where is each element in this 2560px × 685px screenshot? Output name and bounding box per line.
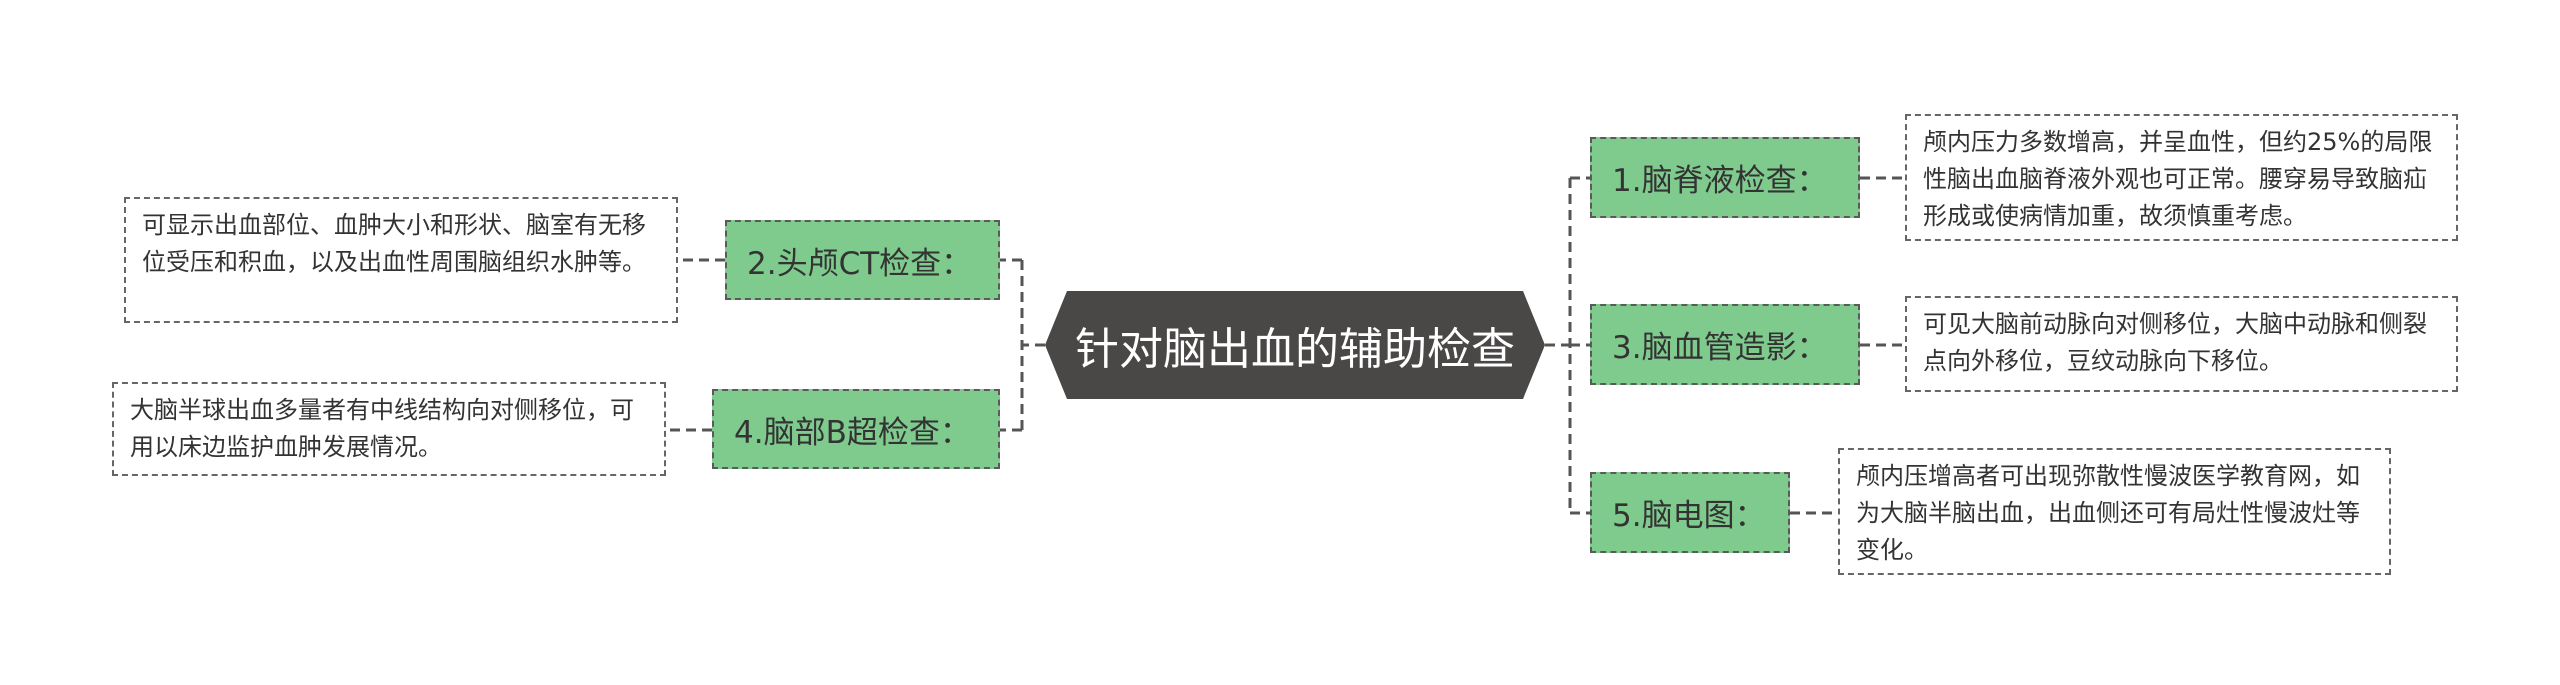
root-topic-label: 针对脑出血的辅助检查 [1075, 324, 1515, 375]
leaf-eeg-text: 颅内压增高者可出现弥散性慢波医学教育网，如为大脑半脑出血，出血侧还可有局灶性慢波… [1856, 462, 2360, 564]
leaf-bultrasound-text: 大脑半球出血多量者有中线结构向对侧移位，可用以床边监护血肿发展情况。 [130, 396, 634, 461]
branch-angiography[interactable]: 3.脑血管造影： [1590, 304, 1860, 385]
branch-angiography-label: 3.脑血管造影： [1612, 330, 1828, 366]
branch-bultrasound-exam[interactable]: 4.脑部B超检查： [712, 389, 1000, 469]
branch-eeg[interactable]: 5.脑电图： [1590, 472, 1790, 553]
leaf-ct-exam-text: 可显示出血部位、血肿大小和形状、脑室有无移位受压和积血，以及出血性周围脑组织水肿… [142, 211, 646, 276]
leaf-angiography-detail[interactable]: 可见大脑前动脉向对侧移位，大脑中动脉和侧裂点向外移位，豆纹动脉向下移位。 [1905, 296, 2458, 392]
leaf-ct-exam-detail[interactable]: 可显示出血部位、血肿大小和形状、脑室有无移位受压和积血，以及出血性周围脑组织水肿… [124, 197, 678, 323]
leaf-bultrasound-detail[interactable]: 大脑半球出血多量者有中线结构向对侧移位，可用以床边监护血肿发展情况。 [112, 382, 666, 476]
branch-csf-exam-label: 1.脑脊液检查： [1612, 163, 1828, 199]
branch-ct-exam[interactable]: 2.头颅CT检查： [725, 220, 1000, 300]
leaf-angiography-text: 可见大脑前动脉向对侧移位，大脑中动脉和侧裂点向外移位，豆纹动脉向下移位。 [1923, 310, 2427, 375]
leaf-csf-text: 颅内压力多数增高，并呈血性，但约25%的局限性脑出血脑脊液外观也可正常。腰穿易导… [1923, 128, 2433, 230]
leaf-csf-detail[interactable]: 颅内压力多数增高，并呈血性，但约25%的局限性脑出血脑脊液外观也可正常。腰穿易导… [1905, 114, 2458, 241]
root-topic[interactable]: 针对脑出血的辅助检查 [1045, 291, 1545, 399]
leaf-eeg-detail[interactable]: 颅内压增高者可出现弥散性慢波医学教育网，如为大脑半脑出血，出血侧还可有局灶性慢波… [1838, 448, 2391, 575]
branch-csf-exam[interactable]: 1.脑脊液检查： [1590, 137, 1860, 218]
branch-eeg-label: 5.脑电图： [1612, 498, 1766, 534]
branch-bultrasound-exam-label: 4.脑部B超检查： [734, 414, 971, 451]
branch-ct-exam-label: 2.头颅CT检查： [747, 245, 973, 282]
